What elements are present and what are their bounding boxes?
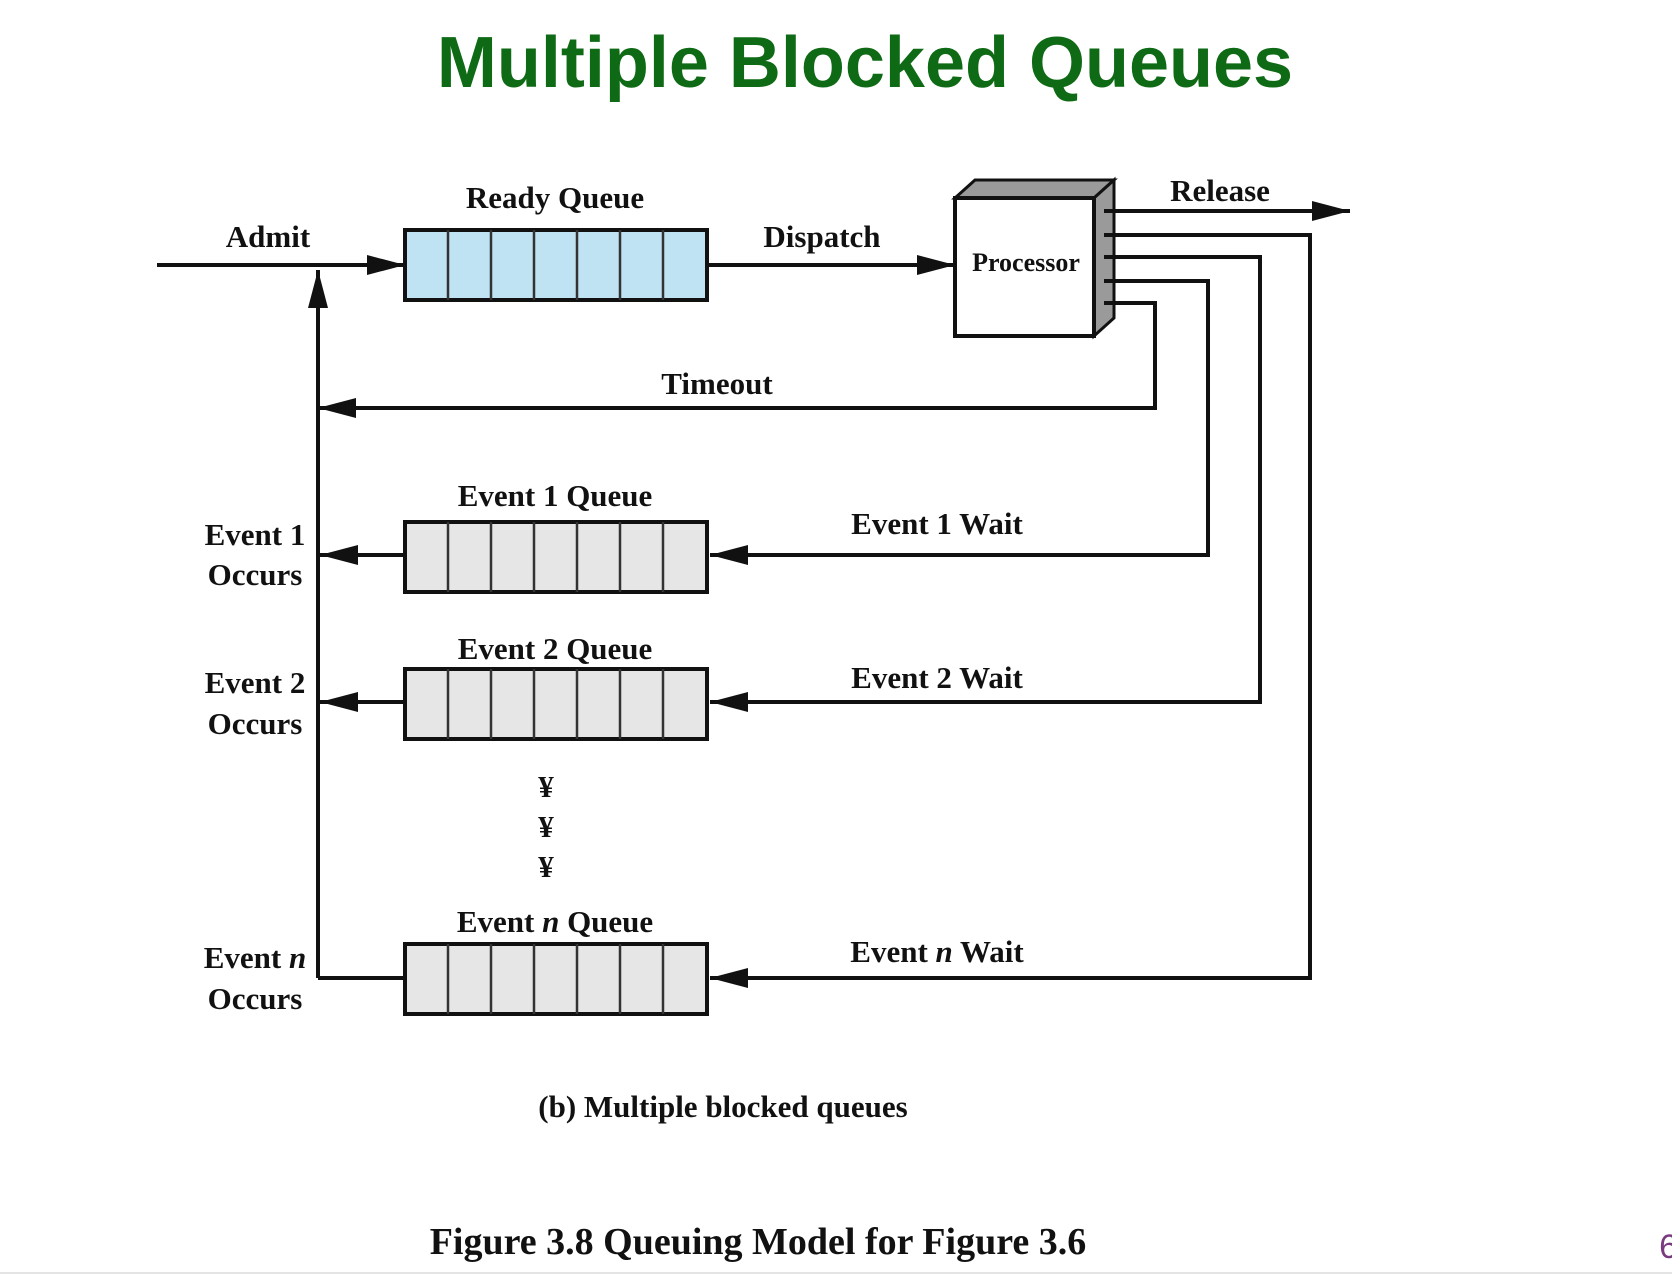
ellipsis-mark-1: ¥	[538, 769, 554, 804]
ready-queue-label: Ready Queue	[466, 180, 644, 215]
ready-queue	[403, 228, 709, 302]
ellipsis-mark-3: ¥	[538, 849, 554, 884]
event-n-occurs-line1: Event n	[204, 940, 307, 975]
page-number: 6	[1659, 1228, 1672, 1266]
event-n-route	[710, 233, 1312, 988]
event-1-route	[710, 279, 1210, 565]
release-label: Release	[1170, 173, 1270, 208]
bottom-divider	[0, 1272, 1672, 1274]
event-n-queue	[403, 942, 709, 1016]
event-n-queue-label: Event n Queue	[457, 904, 653, 939]
timeout-route	[318, 301, 1157, 418]
admit-label: Admit	[226, 219, 311, 254]
event-2-route	[710, 255, 1262, 712]
event-2-wait-label: Event 2 Wait	[851, 660, 1023, 695]
event-1-queue-label: Event 1 Queue	[458, 478, 653, 513]
event-1-occurs-line1: Event 1	[205, 517, 306, 552]
slide-title: Multiple Blocked Queues	[436, 23, 1294, 103]
event-n-wait-label: Event n Wait	[850, 934, 1024, 969]
event-1-queue	[403, 520, 709, 594]
event-2-queue	[403, 667, 709, 741]
event-1-wait-label: Event 1 Wait	[851, 506, 1023, 541]
event-n-occurs-line2: Occurs	[208, 981, 303, 1016]
event-1-occurs-line2: Occurs	[208, 557, 303, 592]
timeout-label: Timeout	[661, 366, 773, 401]
processor-label: Processor	[972, 248, 1080, 277]
subcaption: (b) Multiple blocked queues	[538, 1089, 907, 1124]
figure-caption: Figure 3.8 Queuing Model for Figure 3.6	[430, 1221, 1087, 1263]
event-2-queue-label: Event 2 Queue	[458, 631, 653, 666]
event-2-occurs-line2: Occurs	[208, 706, 303, 741]
event-2-occurs-line1: Event 2	[205, 665, 306, 700]
ellipsis-mark-2: ¥	[538, 809, 554, 844]
dispatch-label: Dispatch	[763, 219, 880, 254]
